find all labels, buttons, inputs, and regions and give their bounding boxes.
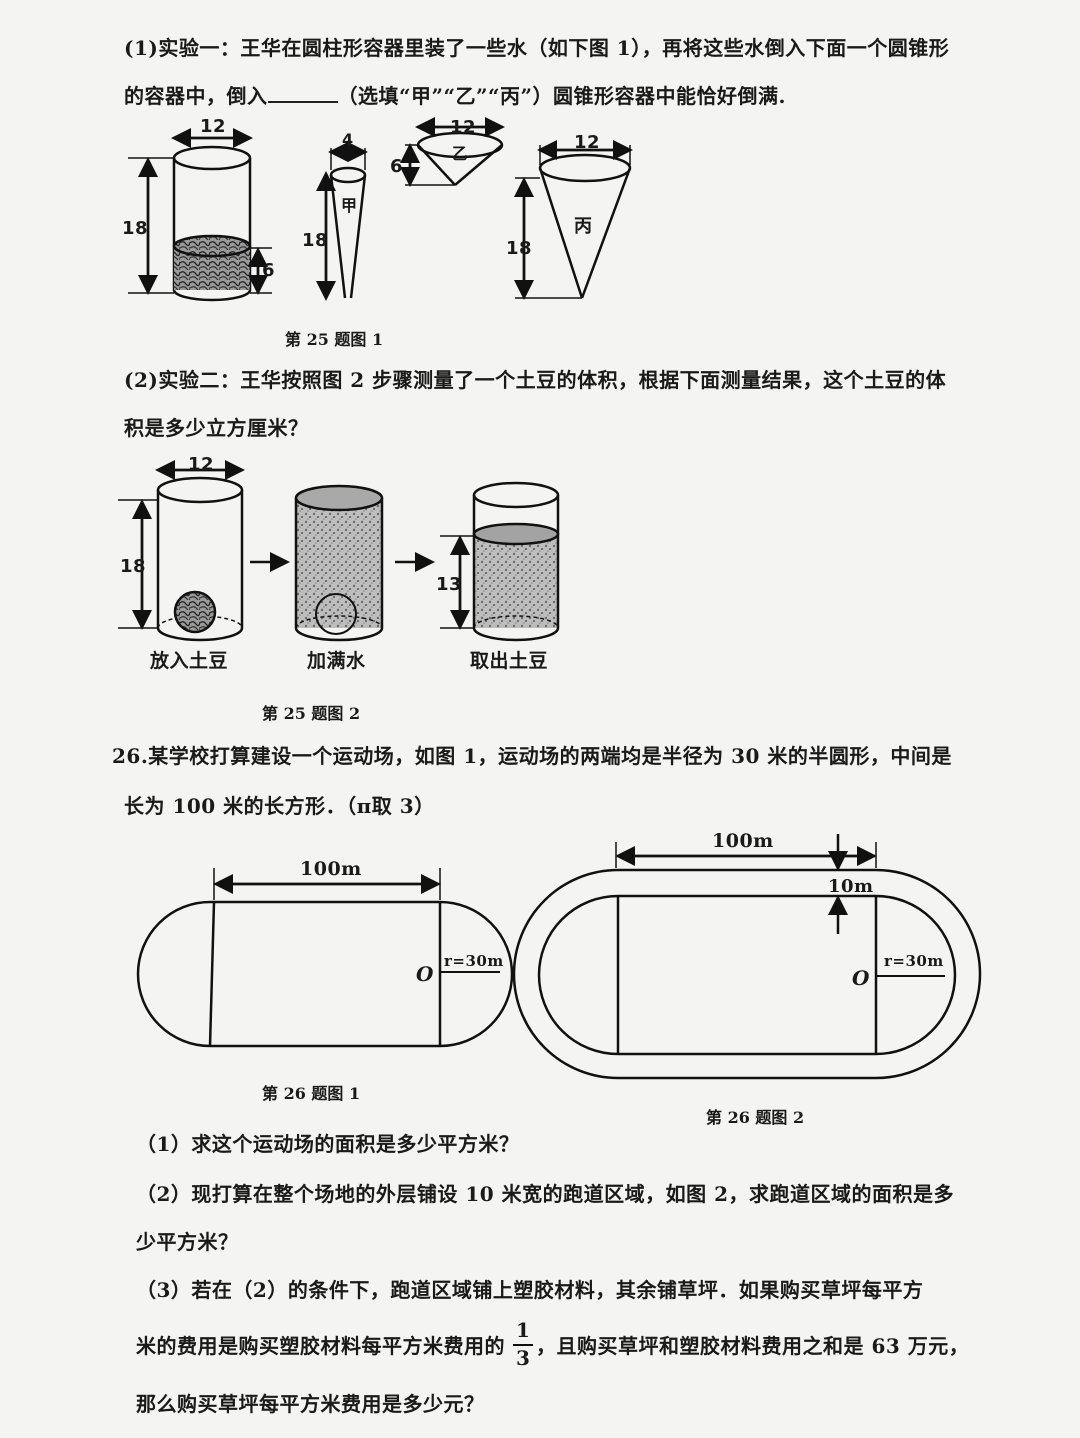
- q26-fig1-length: 100m: [300, 858, 362, 880]
- q26-line1: 26.某学校打算建设一个运动场，如图 1，运动场的两端均是半径为 30 米的半圆…: [112, 744, 952, 768]
- fig1-jia-width: 4: [342, 130, 354, 149]
- q26-sub2-line2: 少平方米？: [136, 1230, 239, 1254]
- q26-fig2-length: 100m: [712, 830, 774, 852]
- q26-fig1-caption: 第 26 题图 1: [262, 1084, 361, 1103]
- fraction-numerator: 1: [516, 1318, 530, 1342]
- fig2-step2-label: 加满水: [307, 650, 366, 672]
- fig2-step3-label: 取出土豆: [470, 650, 549, 672]
- q25-part1-line1: (1)实验一：王华在圆柱形容器里装了一些水（如下图 1），再将这些水倒入下面一个…: [124, 36, 950, 60]
- fig2-water-height: 13: [436, 574, 463, 595]
- q26-sub1: （1）求这个运动场的面积是多少平方米？: [136, 1132, 520, 1156]
- q25-fig2-caption: 第 25 题图 2: [262, 704, 361, 723]
- fig1-cylinder-width: 12: [200, 116, 227, 137]
- q25-part1-line2-b: （选填“甲”“乙”“丙”）圆锥形容器中能恰好倒满.: [337, 84, 786, 108]
- q25-part1-line2: 的容器中，倒入 （选填“甲”“乙”“丙”）圆锥形容器中能恰好倒满.: [124, 80, 786, 109]
- fig2-height: 18: [120, 556, 147, 577]
- q26-fig2-radius: r=30m: [884, 952, 944, 970]
- fig1-bing-name: 丙: [574, 216, 593, 237]
- q26-sub3-line3: 那么购买草坪每平方米费用是多少元？: [136, 1392, 485, 1416]
- fraction-bar: [513, 1344, 533, 1346]
- q25-part1-line2-a: 的容器中，倒入: [124, 84, 268, 108]
- fig1-yi-height: 6: [390, 156, 404, 177]
- fig1-jia-height: 18: [302, 230, 329, 251]
- answer-blank[interactable]: [267, 83, 338, 103]
- q26-fig2-center: O: [852, 966, 870, 990]
- fig1-bing-height: 18: [506, 238, 533, 259]
- fig1-yi-width: 12: [450, 117, 477, 138]
- q26-sub3-line2-a: 米的费用是购买塑胶材料每平方米费用的: [136, 1334, 505, 1358]
- fraction-denominator: 3: [516, 1346, 530, 1370]
- fig1-jia-name: 甲: [341, 196, 358, 215]
- fig2-step1-label: 放入土豆: [150, 650, 229, 672]
- q26-sub2-line1: （2）现打算在整个场地的外层铺设 10 米宽的跑道区域，如图 2，求跑道区域的面…: [136, 1182, 955, 1206]
- q26-fig1-center: O: [416, 962, 434, 986]
- q25-part2-line1: (2)实验二：王华按照图 2 步骤测量了一个土豆的体积，根据下面测量结果，这个土…: [124, 368, 947, 392]
- q26-fig1-radius: r=30m: [444, 952, 504, 970]
- q26-sub3-line2-b: ，且购买草坪和塑胶材料费用之和是 63 万元，: [536, 1334, 970, 1358]
- q26-sub3-line1: （3）若在（2）的条件下，跑道区域铺上塑胶材料，其余铺草坪．如果购买草坪每平方: [136, 1278, 924, 1302]
- fig1-water-height: 6: [262, 260, 276, 281]
- q26-fig2-caption: 第 26 题图 2: [706, 1108, 805, 1127]
- q26-fig2-track: 10m: [828, 876, 874, 897]
- q26-line2: 长为 100 米的长方形．（π取 3）: [124, 794, 435, 818]
- q25-part2-line2: 积是多少立方厘米？: [124, 416, 309, 440]
- q25-fig1-caption: 第 25 题图 1: [285, 330, 384, 349]
- fig1-cylinder-height: 18: [122, 218, 149, 239]
- fig1-bing-width: 12: [574, 132, 601, 153]
- fig1-yi-name: 乙: [452, 144, 469, 163]
- fig2-width: 12: [188, 454, 215, 475]
